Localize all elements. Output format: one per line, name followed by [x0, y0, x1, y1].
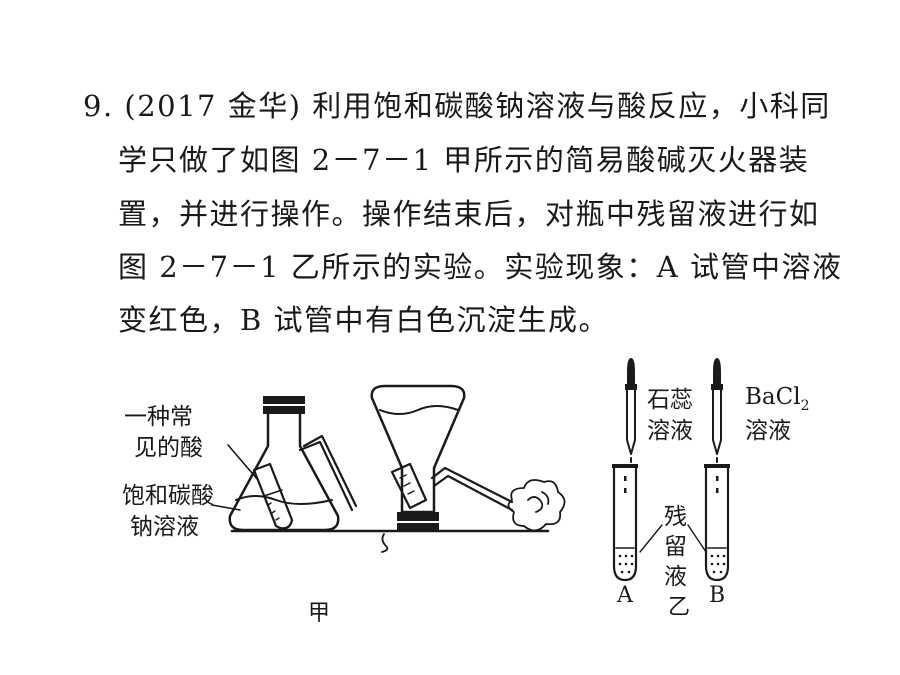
question-line-4: 图 2－7－1 乙所示的实验。实验现象：A 试管中溶液	[118, 250, 843, 284]
inverted-test-tube	[390, 462, 428, 510]
acid-test-tube	[252, 462, 294, 530]
spray-foam	[507, 479, 566, 532]
label-acid-line-1: 一种常	[124, 404, 193, 430]
label-residue-2: 留	[664, 534, 687, 560]
test-tube-a	[612, 464, 638, 582]
figure-jia	[211, 384, 566, 553]
question-line-3: 置，并进行操作。操作结束后，对瓶中残留液进行如	[118, 197, 820, 231]
label-residue-3: 液	[664, 564, 687, 590]
figure-yi	[612, 358, 730, 582]
label-litmus-line-1: 石蕊	[647, 387, 693, 413]
outlet-tube	[298, 440, 354, 512]
dropper-litmus	[625, 358, 637, 463]
label-litmus-line-2: 溶液	[647, 418, 693, 444]
hose	[430, 466, 514, 504]
label-bacl2-line-2: 溶液	[745, 418, 791, 444]
label-residue-1: 残	[664, 504, 687, 530]
caption-yi: 乙	[668, 595, 690, 620]
label-tube-a: A	[616, 583, 634, 608]
label-acid-line-2: 见的酸	[134, 435, 203, 461]
flask-inverted	[370, 384, 514, 553]
flask-upright	[228, 396, 358, 532]
test-tube-b	[704, 464, 730, 582]
label-na2co3-line-1: 饱和碳酸	[122, 483, 214, 509]
question-line-5: 变红色，B 试管中有白色沉淀生成。	[118, 303, 610, 337]
label-tube-b: B	[709, 583, 725, 608]
question-line-1: 9. (2017 金华) 利用饱和碳酸钠溶液与酸反应，小科同	[83, 89, 831, 123]
label-na2co3-line-2: 钠溶液	[130, 514, 199, 540]
dropper-bacl2	[711, 358, 723, 463]
caption-jia: 甲	[308, 601, 330, 626]
label-bacl2-line-1: BaCl2	[745, 384, 810, 414]
question-line-2: 学只做了如图 2－7－1 甲所示的简易酸碱灭火器装	[118, 143, 810, 177]
